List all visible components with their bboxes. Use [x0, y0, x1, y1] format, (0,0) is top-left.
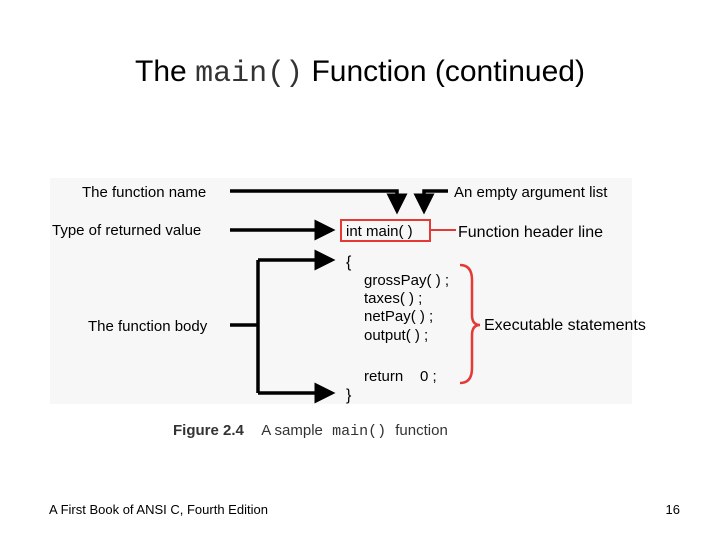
code-line-taxes: taxes( ) ; [364, 290, 422, 307]
caption-code: main() [332, 423, 386, 440]
code-return-value: 0 ; [420, 368, 437, 385]
title-prefix: The [135, 55, 196, 88]
callout-executable-statements: Executable statements [484, 317, 646, 334]
code-header: int main( ) [346, 223, 413, 240]
code-open-brace: { [346, 254, 352, 271]
footer-book-title: A First Book of ANSI C, Fourth Edition [49, 502, 268, 517]
code-line-grosspay: grossPay( ) ; [364, 272, 449, 289]
arrow-function-name [230, 189, 408, 215]
label-empty-args: An empty argument list [454, 184, 608, 201]
code-close-brace: } [346, 387, 352, 404]
figure-caption: Figure 2.4 A sample main() function [173, 422, 448, 440]
code-line-netpay: netPay( ) ; [364, 308, 433, 325]
code-return-keyword: return [364, 368, 403, 385]
slide-title: The main() Function (continued) [0, 52, 720, 94]
label-return-type: Type of returned value [52, 222, 201, 239]
arrow-empty-args [413, 189, 448, 215]
label-function-name: The function name [82, 184, 206, 201]
callout-header-line: Function header line [458, 224, 603, 241]
figure-panel [50, 178, 632, 404]
code-line-output: output( ) ; [364, 327, 428, 344]
statements-bracket [459, 263, 481, 385]
label-function-body: The function body [88, 318, 208, 335]
title-code: main() [195, 57, 304, 91]
footer-page-number: 16 [665, 502, 680, 517]
caption-number: Figure 2.4 [173, 422, 245, 439]
title-suffix: Function (continued) [303, 55, 585, 88]
caption-prefix: A sample [261, 422, 323, 439]
caption-suffix: function [395, 422, 448, 439]
